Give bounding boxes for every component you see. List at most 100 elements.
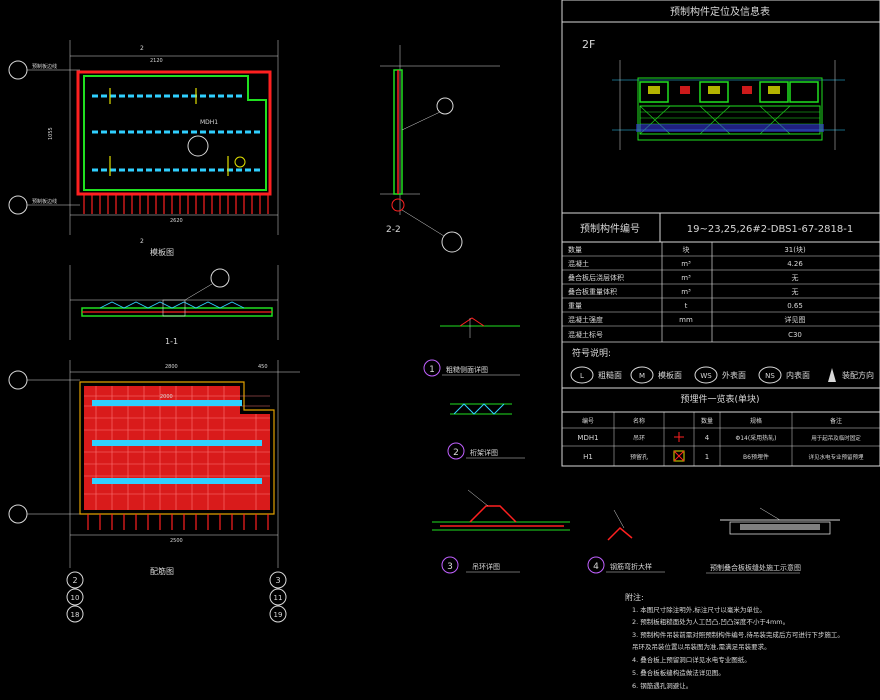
axis-label: 18 [71,611,80,619]
section-1-1-view: 1-1 [69,265,279,346]
info-row-name: 叠合板重量体积 [568,287,617,296]
dim-text: 450 [258,364,268,370]
info-row-name: 混凝土 [568,259,589,268]
detail-1: 1 粗糙侧面详图 [423,317,520,377]
info-row-name: 混凝土强度 [568,315,603,324]
detail-callout [441,231,463,253]
rebar-plan-view: 2800 2500 450 2000 [69,360,300,576]
embed-header: 数量 [701,417,713,425]
dim-text: 2620 [170,218,183,224]
axis-label: 2 [72,576,77,585]
detail-number-badge [441,556,459,574]
embed-cell: 用于起吊及临时固定 [811,434,861,442]
detail-number: 2 [453,448,459,458]
symbol-title: 符号说明: [572,347,611,359]
note-item: 吊环及吊装位置以吊装图为准,需满足吊装要求。 [632,642,771,651]
info-row-name: 叠合板后浇层体积 [568,273,624,282]
embed-cell: 预留孔 [630,453,648,461]
panel-title: 预制构件定位及信息表 [670,5,770,18]
embed-cell: 1 [705,453,709,461]
detail-title: 钢筋弯折大样 [610,562,652,571]
note-item: 6. 钢筋遇孔洞避让。 [632,681,692,690]
symbol-label: 装配方向 [842,370,874,380]
rebar-title: 配筋图 [150,566,174,576]
component-no-label: 预制构件编号 [580,222,640,235]
embed-cell: Φ14(采用热轧) [735,434,776,442]
detail-number-badge [587,556,605,574]
axis-label: 19 [274,611,283,619]
symbol-label: 粗糙面 [598,370,622,380]
info-row-value: 4.26 [787,260,803,268]
dim-text: 1055 [48,127,54,140]
symbol-label: 模板面 [658,370,682,380]
slab-edge [83,75,267,191]
detail-number-badge [447,442,465,460]
hole-icon [673,450,685,462]
dim-text: 2800 [165,364,178,370]
info-panel: 预制构件定位及信息表 2F [561,0,880,467]
edge-label: 预制板边线 [32,198,57,205]
symbol-code: NS [765,372,775,380]
note-item: 5. 叠合板板缝构造做法详见图。 [632,668,725,677]
axis-label: 3 [275,576,280,585]
notes-block: 附注: 1. 本图尺寸除注明外,标注尺寸以毫米为单位。 2. 预制板粗糙面处为人… [625,592,844,690]
embed-cell: 详见水电专业预留预埋 [808,453,864,461]
detail-number: 4 [593,562,599,572]
detail-callout [436,97,454,115]
info-row-value: 无 [792,288,799,296]
symbol-label: 外表面 [722,370,746,380]
install-direction-icon [828,368,836,382]
info-row-unit: mm [679,316,693,324]
embed-cell: B6预埋件 [743,453,769,461]
symbol-code: L [580,372,584,380]
embed-cell: 4 [705,434,710,442]
symbol-code: WS [700,372,712,380]
component-no: 19~23,25,26#2-DBS1-67-2818-1 [687,224,853,235]
info-row-name: 数量 [568,245,582,254]
dim-text: 2 [140,238,144,245]
info-row-name: 混凝土标号 [568,330,603,339]
embed-cell: MDH1 [577,434,598,442]
embed-cell: 吊环 [633,435,645,442]
floor-label: 2F [582,38,595,51]
detail-4: 4 钢筋弯折大样 [587,509,665,574]
symbol-label: 内表面 [786,370,810,380]
embed-cell: H1 [583,453,593,461]
section-1-1-title: 1-1 [165,337,178,346]
symbol-badge [758,366,782,384]
note-item: 3. 预制构件吊装前需对照预制构件编号,待吊装完成后方可进行下步施工。 [632,630,844,639]
detail-5: 预制叠合板板缝处施工示意图 [706,507,840,574]
template-plan-view: 2 2120 2620 2 1055 [48,40,279,257]
info-row-unit: m³ [681,274,691,282]
dim-text: 2 [140,45,144,52]
detail-number: 1 [429,365,435,375]
info-row-value: 无 [792,274,799,282]
section-callout [187,135,209,157]
embed-header: 备注 [830,417,842,425]
info-row-value: 0.65 [787,302,803,310]
detail-title: 吊环详图 [472,562,500,571]
detail-title: 桁架详图 [470,448,498,457]
info-table: 数量 块 31(块) 混凝土 m³ 4.26 叠合板后浇层体积 m³ 无 叠合板… [562,242,880,343]
detail-number: 3 [447,562,453,572]
plan-title: 模板图 [150,247,174,257]
hole-marker [234,156,246,168]
edge-label: 预制板边线 [32,63,57,70]
detail-number-badge [423,359,441,377]
axis-bubbles-left: 预制板边线 预制板边线 [8,60,80,524]
mini-floor-plan [612,60,845,150]
embed-header: 名称 [633,417,645,425]
info-row-unit: 块 [683,245,690,254]
symbol-badge [630,366,654,384]
info-row-unit: m³ [681,288,691,296]
note-item: 1. 本图尺寸除注明外,标注尺寸以毫米为单位。 [632,605,766,614]
info-row-unit: t [685,302,688,310]
symbol-legend: L 粗糙面 M 模板面 WS 外表面 NS 内表面 装配方向 [570,366,874,384]
notes-title: 附注: [625,592,644,602]
note-item: 4. 叠合板上预留洞口详见水电专业图纸。 [632,655,751,664]
dim-text: 2000 [160,394,173,400]
detail-callout [210,268,230,288]
dim-text: 2500 [170,538,183,544]
info-row-value: C30 [788,331,802,339]
